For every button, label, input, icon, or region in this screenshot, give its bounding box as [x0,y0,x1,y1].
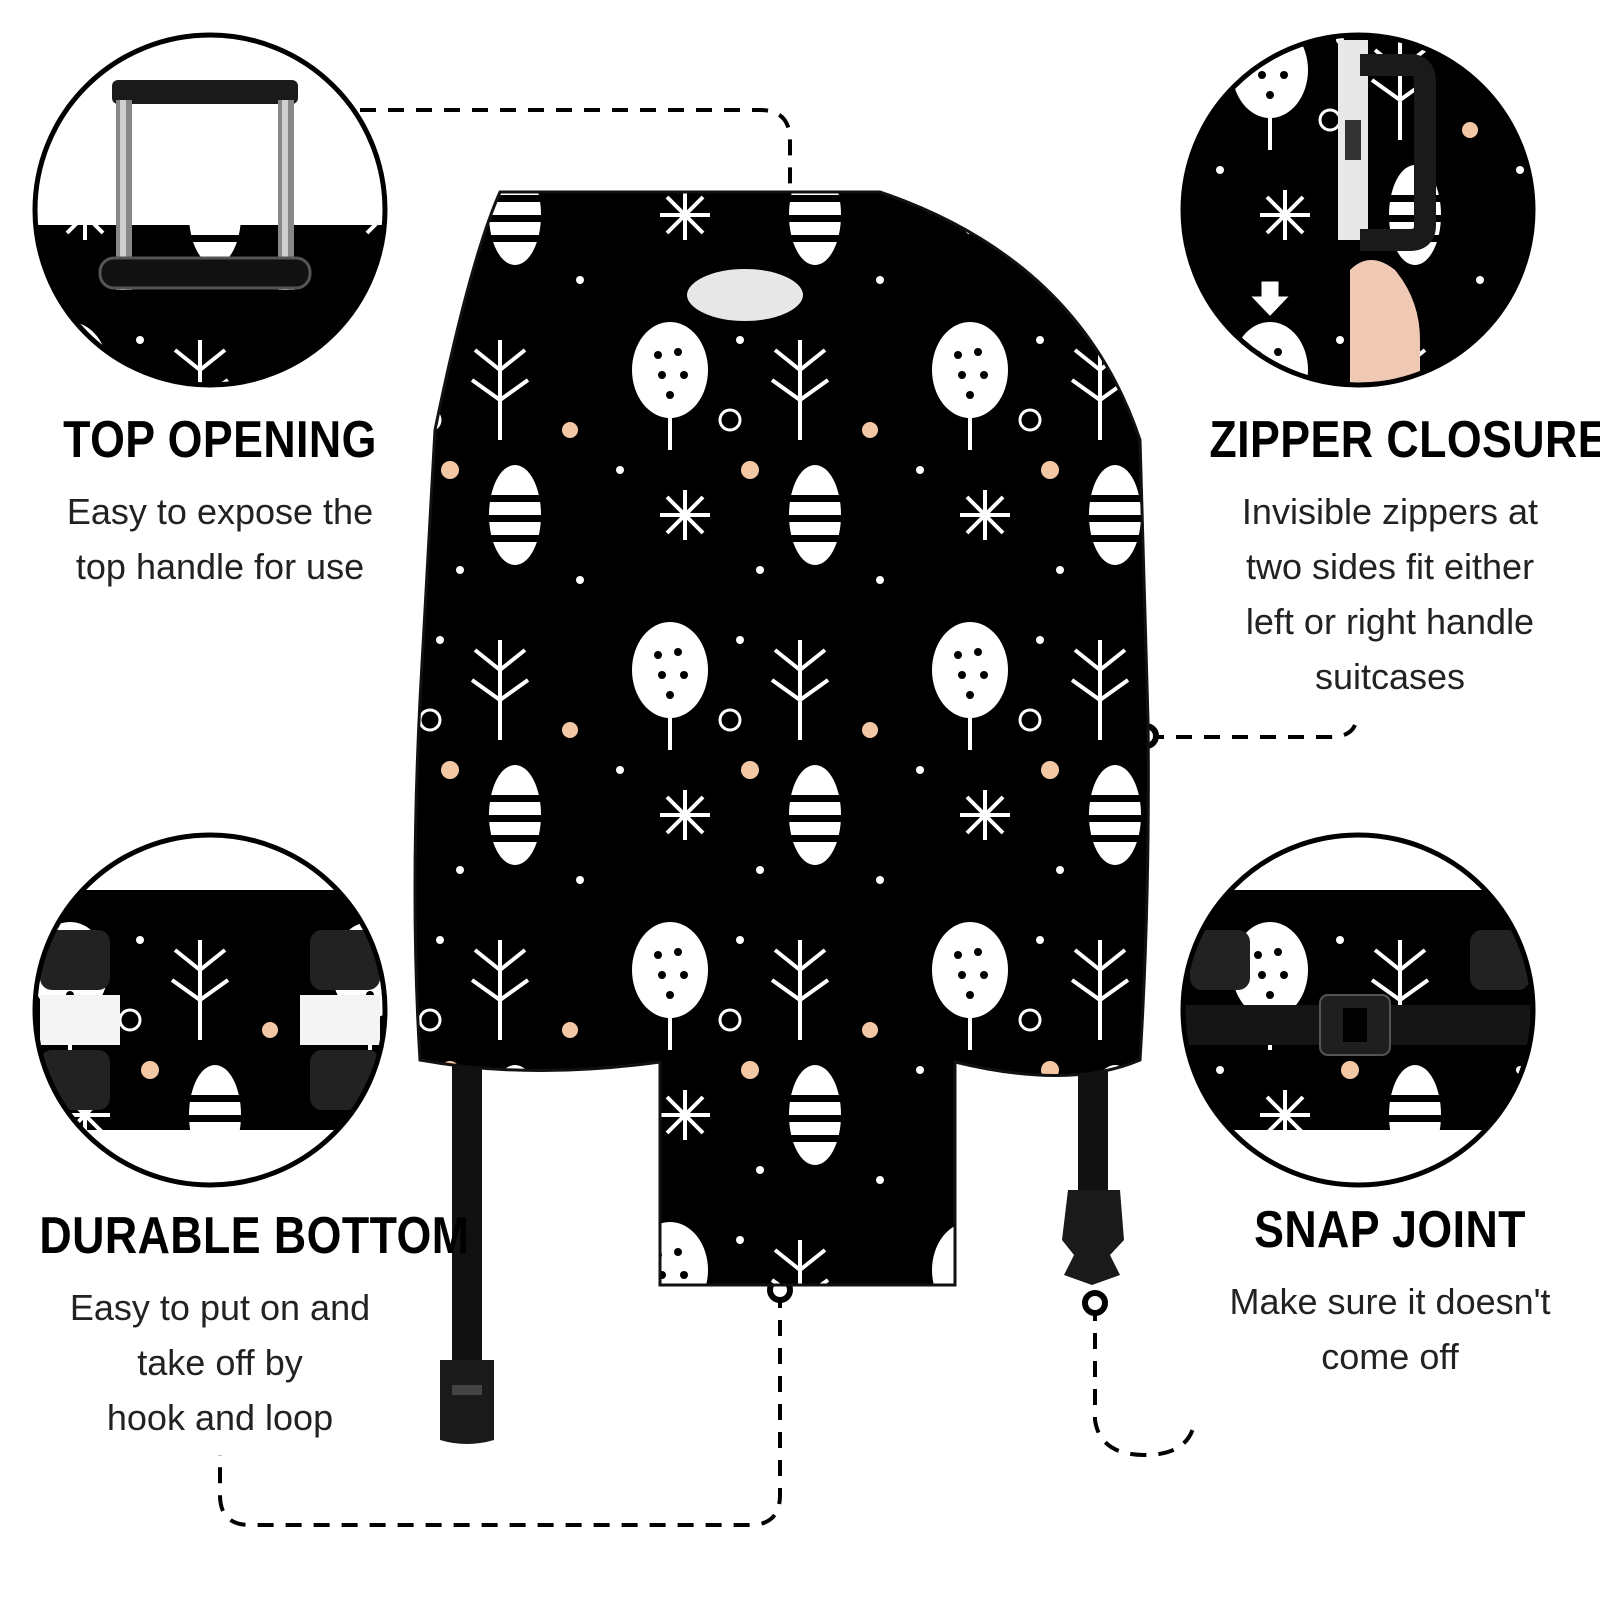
callout-snap-joint: SNAP JOINT Make sure it doesn't come off [1180,1200,1600,1384]
desc-line: take off by [137,1342,303,1383]
desc-line: Easy to expose the [66,491,374,532]
luggage-cover [413,190,1150,1287]
callout-zipper-closure: ZIPPER CLOSURE Invisible zippers at two … [1180,410,1600,704]
desc-line: left or right handle [1245,601,1535,642]
leader-lines [218,108,1357,1527]
right-strap [1062,1055,1124,1285]
zipper-closure-title: ZIPPER CLOSURE [1209,411,1600,469]
callout-durable-bottom: DURABLE BOTTOM Easy to put on and take o… [10,1206,470,1445]
top-handle-opening [679,261,811,329]
snap-joint-title: SNAP JOINT [1254,1201,1526,1259]
snap-joint-description: Make sure it doesn't come off [1180,1274,1600,1384]
detail-zipper-closure [1180,32,1536,388]
top-opening-description: Easy to expose the top handle for use [10,484,430,594]
detail-top-opening [32,32,388,388]
desc-line: Easy to put on and [69,1287,371,1328]
desc-line: two sides fit either [1245,546,1535,587]
desc-line: Make sure it doesn't [1229,1281,1551,1322]
left-strap [440,1055,494,1444]
down-arrow-icon [1244,278,1296,321]
desc-line: top handle for use [75,546,365,587]
desc-line: hook and loop [106,1397,334,1438]
durable-bottom-title: DURABLE BOTTOM [39,1207,470,1265]
detail-durable-bottom [32,832,388,1188]
callout-top-opening: TOP OPENING Easy to expose the top handl… [10,410,430,594]
durable-bottom-description: Easy to put on and take off by hook and … [10,1280,430,1445]
zipper-closure-description: Invisible zippers at two sides fit eithe… [1180,484,1600,704]
desc-line: Invisible zippers at [1241,491,1539,532]
desc-line: suitcases [1314,656,1466,697]
detail-snap-joint [1180,832,1536,1188]
desc-line: come off [1321,1336,1459,1377]
top-opening-title: TOP OPENING [63,411,377,469]
